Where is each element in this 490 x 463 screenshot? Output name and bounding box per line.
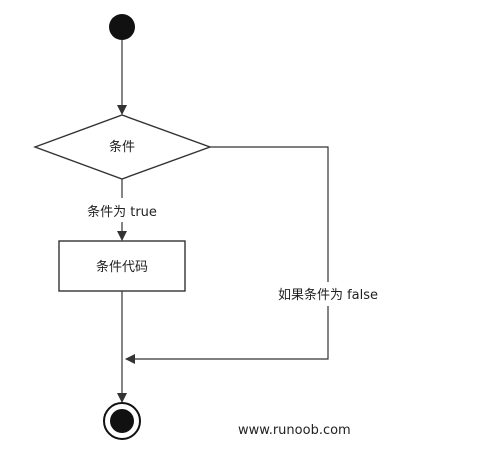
start-node [109,14,135,40]
false-branch-path-top [210,146,329,282]
false-branch-label: 如果条件为 false [278,287,378,303]
end-node-inner [110,409,134,433]
action-node [58,240,186,292]
watermark-text: www.runoob.com [238,423,351,438]
decision-label: 条件 [109,139,135,155]
true-branch-label: 条件为 true [87,204,157,220]
false-branch-path-bottom [125,306,329,364]
action-label: 条件代码 [96,259,148,275]
